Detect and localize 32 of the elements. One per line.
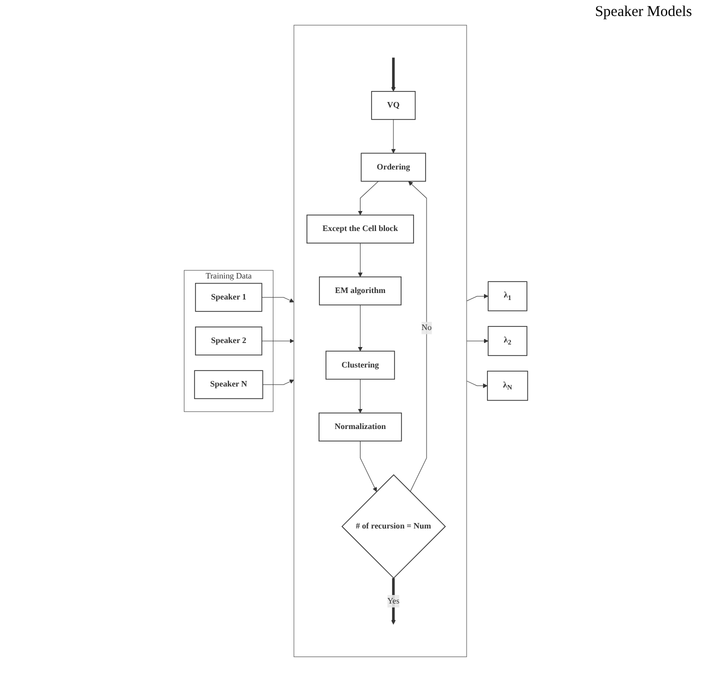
node-box: EM algorithm bbox=[319, 276, 402, 306]
node-box: Clustering bbox=[326, 350, 395, 380]
node-box: Normalization bbox=[318, 412, 402, 442]
node-box: Speaker 2 bbox=[195, 326, 262, 356]
node-box: λ$_{N}$ bbox=[487, 370, 528, 401]
node-box: Except the Cell block bbox=[306, 214, 414, 244]
arrow bbox=[466, 294, 488, 302]
arrow bbox=[358, 304, 363, 352]
arrow bbox=[358, 242, 363, 278]
node-diamond: # of recursion = Num bbox=[342, 474, 446, 579]
edge-label: No bbox=[422, 323, 432, 332]
arrow bbox=[262, 338, 294, 344]
node-box: Speaker 1 bbox=[195, 282, 262, 312]
node-box: Ordering bbox=[360, 152, 426, 182]
node-box: λ$_{1}$ bbox=[488, 281, 528, 312]
arrow bbox=[391, 578, 396, 625]
arrow bbox=[262, 297, 294, 302]
arrow bbox=[391, 119, 396, 154]
edge-label: Yes bbox=[387, 596, 400, 606]
node-box: λ$_{2}$ bbox=[488, 326, 528, 356]
arrow bbox=[408, 181, 427, 492]
arrow bbox=[360, 440, 377, 492]
arrow bbox=[466, 338, 488, 344]
panel-heading: Speaker Models bbox=[594, 4, 692, 21]
arrow bbox=[391, 58, 396, 92]
cluster bbox=[294, 24, 467, 658]
arrow bbox=[358, 181, 379, 216]
arrow bbox=[262, 380, 294, 385]
arrow bbox=[358, 378, 363, 414]
node-box: Speaker N bbox=[194, 370, 264, 400]
node-box: VQ bbox=[371, 91, 416, 120]
arrow bbox=[466, 380, 488, 388]
